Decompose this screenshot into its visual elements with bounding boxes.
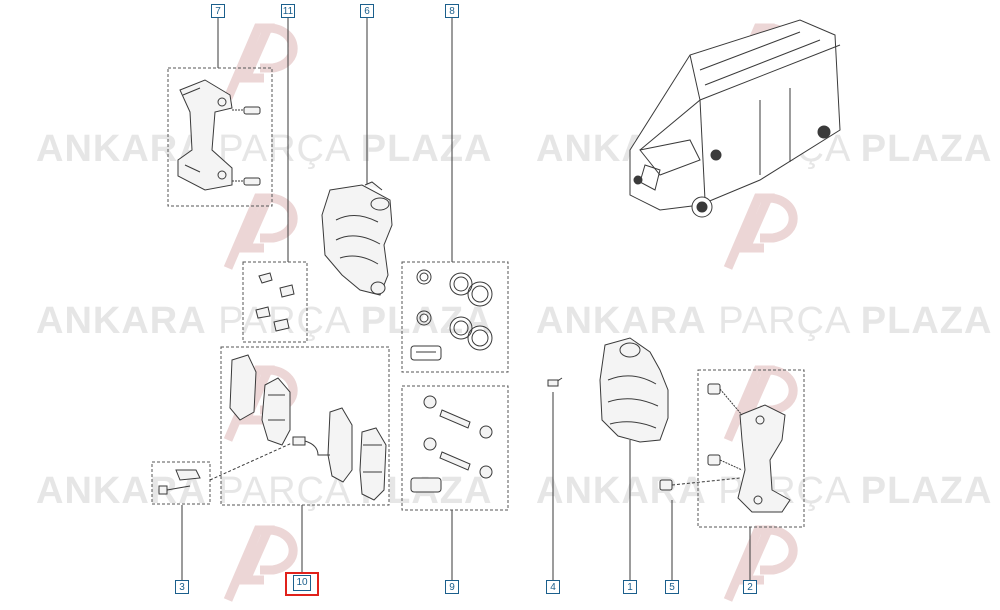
- brake-caliper-icon: [549, 337, 669, 443]
- callout-1[interactable]: 1: [623, 580, 637, 594]
- wear-sensor-icon: [209, 436, 330, 481]
- callout-9[interactable]: 9: [445, 580, 459, 594]
- callout-10-label: 10: [293, 575, 311, 592]
- callout-10[interactable]: 10: [285, 572, 319, 596]
- callout-4[interactable]: 4: [546, 580, 560, 594]
- watermark-logo-icon: [723, 193, 798, 270]
- seal-ring-icon: [410, 269, 493, 361]
- brake-pad-icon: [229, 354, 387, 501]
- caliper-bracket-icon: [737, 404, 791, 513]
- pad-clip-icon: [255, 272, 295, 332]
- watermark-logo-icon: [223, 193, 298, 270]
- watermark-text: ANKARA PARÇA PLAZA: [36, 128, 493, 170]
- watermark-logo-icon: [223, 23, 298, 100]
- guide-pin-icon: [410, 395, 493, 493]
- watermark-text: ANKARA PARÇA PLAZA: [536, 300, 993, 342]
- callout-5[interactable]: 5: [665, 580, 679, 594]
- callout-3[interactable]: 3: [175, 580, 189, 594]
- callout-2[interactable]: 2: [743, 580, 757, 594]
- callout-11[interactable]: 11: [281, 4, 295, 18]
- bolt-icon: [659, 383, 743, 491]
- brake-caliper-icon: [321, 181, 393, 296]
- group-boxes: [151, 67, 805, 528]
- watermark-logo-icon: [223, 525, 298, 602]
- bolt-icon: [232, 106, 261, 186]
- watermark-text: ANKARA PARÇA PLAZA: [536, 470, 993, 512]
- caliper-bracket-icon: [177, 79, 233, 191]
- callout-7[interactable]: 7: [211, 4, 225, 18]
- callout-6[interactable]: 6: [360, 4, 374, 18]
- bolt-icon: [158, 469, 201, 495]
- bleed-screw-icon: [547, 379, 559, 387]
- van-icon: [629, 19, 841, 218]
- callout-8[interactable]: 8: [445, 4, 459, 18]
- leader-lines: [181, 18, 751, 580]
